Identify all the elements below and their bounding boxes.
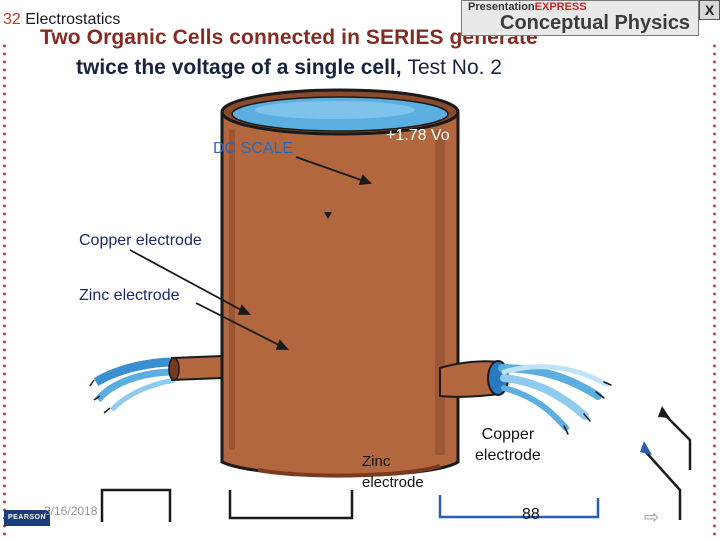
circuit-wires — [100, 411, 692, 522]
brand-small-prefix: Presentation — [468, 1, 535, 13]
slide-date: 3/16/2018 — [44, 504, 98, 518]
chapter-heading: 32 Electrostatics — [3, 11, 120, 29]
pointer-arrows — [129, 156, 372, 350]
slide-title-line1: Two Organic Cells connected in SERIES ge… — [40, 26, 538, 49]
zinc-caption-line2: electrode — [362, 474, 424, 491]
next-slide-arrow-icon[interactable]: ⇨ — [644, 507, 660, 527]
voltage-reading: +1.78 Vo — [386, 127, 450, 144]
dotted-border-right — [713, 42, 716, 540]
copper-caption-line1: Copper — [481, 426, 535, 443]
brand-conceptual-physics: Conceptual Physics — [500, 12, 691, 34]
copper-rest: electrode — [131, 232, 202, 249]
close-button[interactable]: X — [699, 0, 720, 20]
zinc-key: Zinc — [79, 287, 110, 304]
zinc-rest: electrode — [109, 287, 180, 304]
slide-number: 88 — [522, 506, 540, 523]
dotted-border-left — [3, 42, 6, 540]
right-water-spray — [498, 364, 612, 435]
slide-title-line2-bold: twice the voltage of a single cell, — [76, 56, 402, 79]
copper-electrode-caption: Copper electrode — [475, 424, 541, 466]
slide-title-line2-plain: Test No. 2 — [407, 56, 502, 79]
brand-small-suffix: EXPRESS — [534, 1, 587, 13]
chapter-title: Electrostatics — [25, 11, 121, 28]
slide-title-line2: twice the voltage of a single cell, Test… — [76, 56, 502, 80]
brand-presentation-express: PresentationEXPRESS — [468, 1, 587, 13]
copper-electrode-label: Copper electrode — [79, 232, 202, 250]
copper-key: Copper — [79, 232, 132, 249]
copper-caption-line2: electrode — [475, 447, 541, 464]
chapter-number: 32 — [3, 11, 21, 28]
brand-banner — [461, 0, 699, 36]
barrel-body — [220, 110, 460, 477]
zinc-electrode-label: Zinc electrode — [79, 287, 180, 305]
pearson-logo: PEARSON — [4, 510, 50, 526]
zinc-caption-line1: Zinc — [362, 453, 391, 470]
zinc-electrode-caption: Zinc electrode — [362, 451, 424, 493]
left-water-spray — [89, 357, 176, 414]
dc-scale-label: DC SCALE — [213, 140, 294, 157]
